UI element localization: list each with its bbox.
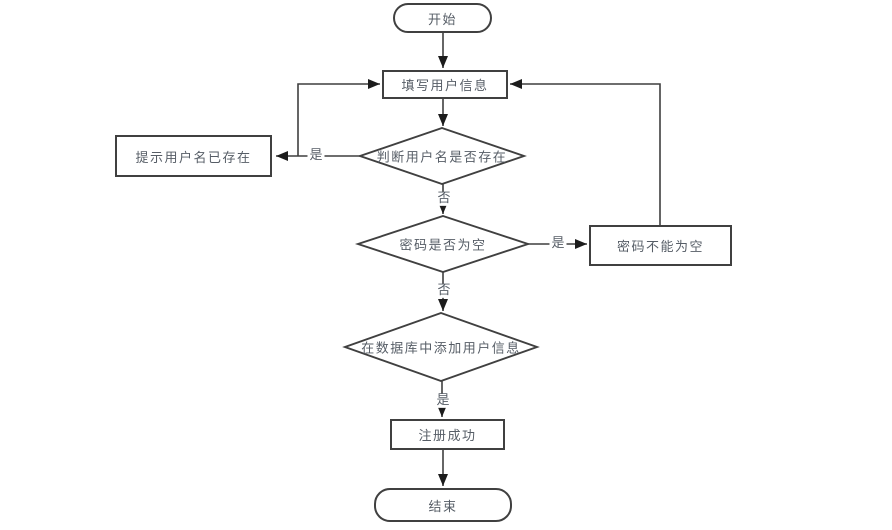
end-node: 结束 bbox=[374, 488, 512, 522]
prompt-exists-label: 提示用户名已存在 bbox=[135, 150, 252, 166]
edge-label-password-yes: 是 bbox=[549, 235, 567, 252]
edge-prompt-loop-to-fill-info bbox=[297, 79, 380, 156]
decision-check-password-shape bbox=[354, 214, 532, 274]
process-register-success-node: 注册成功 bbox=[390, 419, 505, 450]
edge-pwd-not-empty-loop-to-fill-info bbox=[510, 79, 661, 225]
decision-check-username-shape bbox=[357, 126, 527, 186]
register-success-label: 注册成功 bbox=[418, 429, 477, 444]
check-username-label: 判断用户名是否存在 bbox=[376, 150, 508, 166]
edge-label-username-yes: 是 bbox=[307, 147, 325, 164]
edge-label-username-no: 否 bbox=[435, 190, 453, 207]
check-password-label: 密码是否为空 bbox=[399, 238, 487, 254]
add-to-db-label: 在数据库中添加用户信息 bbox=[361, 341, 521, 357]
start-label: 开始 bbox=[427, 12, 457, 28]
process-pwd-not-empty-node: 密码不能为空 bbox=[589, 225, 732, 266]
pwd-not-empty-label: 密码不能为空 bbox=[616, 240, 704, 255]
edge-label-db-yes: 是 bbox=[434, 392, 452, 409]
process-fill-info-node: 填写用户信息 bbox=[382, 70, 508, 99]
start-node: 开始 bbox=[393, 3, 492, 33]
process-prompt-exists-node: 提示用户名已存在 bbox=[115, 135, 272, 177]
decision-add-to-db-shape bbox=[342, 311, 540, 383]
fill-info-label: 填写用户信息 bbox=[401, 79, 489, 94]
end-label: 结束 bbox=[428, 499, 458, 515]
edge-label-password-no: 否 bbox=[435, 282, 453, 299]
